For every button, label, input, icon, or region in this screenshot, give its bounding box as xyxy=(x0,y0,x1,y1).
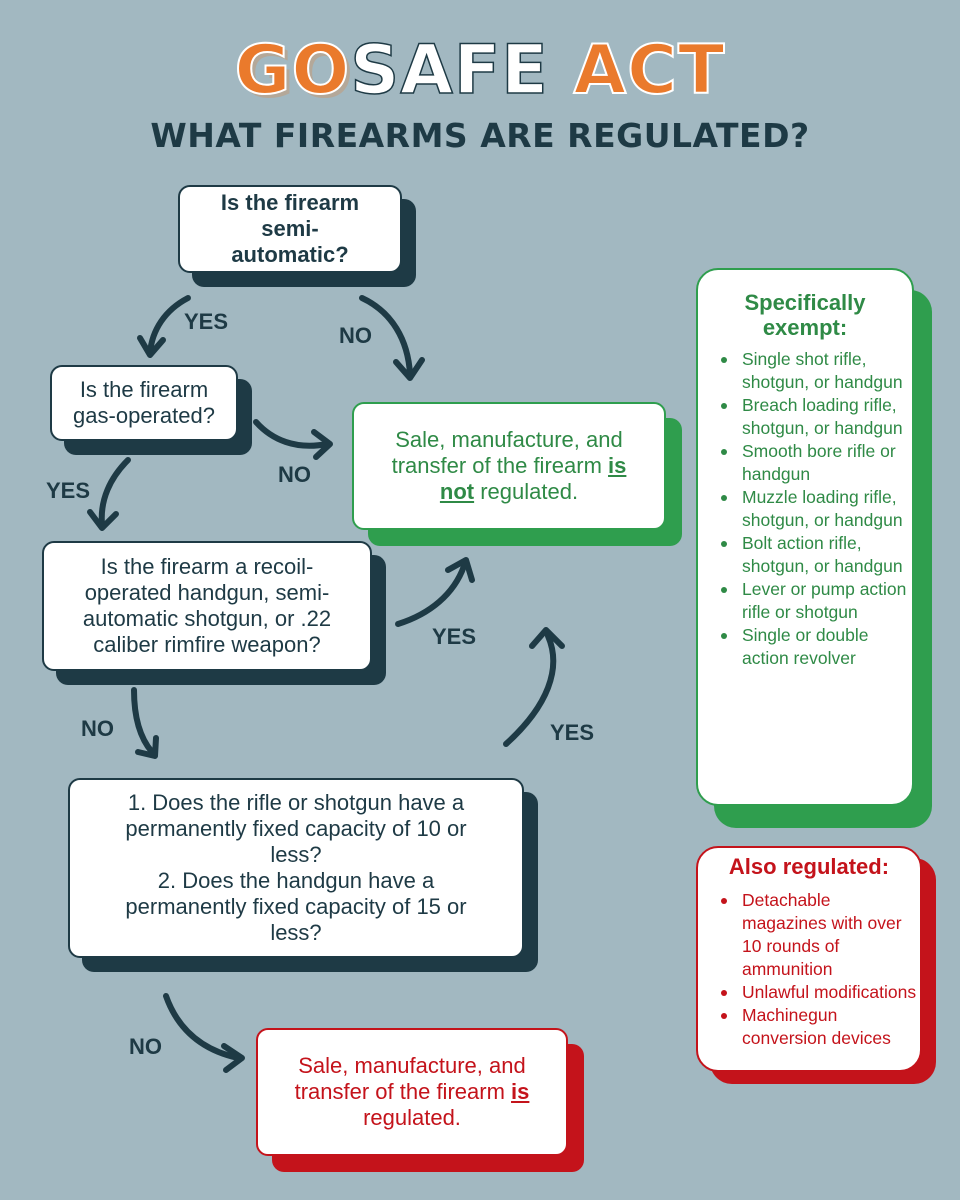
page-title: GOSAFE ACT xyxy=(0,26,960,116)
title-act: ACT xyxy=(572,30,726,111)
question-recoil-operated: Is the firearm a recoil-operated handgun… xyxy=(42,541,372,671)
result-not-regulated-text: Sale, manufacture, and transfer of the f… xyxy=(380,427,638,505)
arrowhead-q1-no xyxy=(393,357,425,381)
label-q1-yes: YES xyxy=(184,309,229,334)
label-q3-no: NO xyxy=(81,716,114,741)
arrow-q4-yes xyxy=(503,633,557,747)
result-is-regulated-text: Sale, manufacture, and transfer of the f… xyxy=(284,1053,540,1131)
arrow-q1-yes xyxy=(147,295,191,356)
label-q3-yes: YES xyxy=(432,624,477,649)
label-q2-yes: YES xyxy=(46,478,91,503)
question-semi-automatic: Is the firearm semi-automatic? xyxy=(178,185,402,273)
question-fixed-capacity: 1. Does the rifle or shotgun have a perm… xyxy=(68,778,524,958)
arrowhead-q4-no xyxy=(221,1043,245,1073)
arrowhead-q2-no xyxy=(311,429,333,460)
result-not-regulated-emphasis: is not xyxy=(439,453,627,504)
question-fixed-capacity-line2: 2. Does the handgun have a permanently f… xyxy=(125,868,467,945)
label-q2-no: NO xyxy=(278,462,311,487)
arrowhead-q4-yes xyxy=(529,627,565,649)
exempt-item: Lever or pump action rifle or shotgun xyxy=(721,578,912,624)
label-q1-no: NO xyxy=(339,323,372,348)
arrowhead-q1-yes xyxy=(137,335,166,358)
also-regulated-panel: Also regulated: Detachable magazines wit… xyxy=(696,846,922,1072)
also-regulated-list: Detachable magazines with over 10 rounds… xyxy=(698,889,920,1050)
label-q4-yes: YES xyxy=(550,720,595,745)
question-gas-operated: Is the firearm gas-operated? xyxy=(50,365,238,441)
result-not-regulated: Sale, manufacture, and transfer of the f… xyxy=(352,402,666,530)
exempt-item: Smooth bore rifle or handgun xyxy=(721,440,912,486)
question-recoil-operated-text: Is the firearm a recoil-operated handgun… xyxy=(82,554,332,657)
result-is-regulated-before: Sale, manufacture, and transfer of the f… xyxy=(294,1053,526,1104)
exempt-item: Breach loading rifle, shotgun, or handgu… xyxy=(721,394,912,440)
exempt-item: Single or double action revolver xyxy=(721,624,912,670)
arrow-q4-no xyxy=(163,993,241,1061)
exempt-heading: Specifically exempt: xyxy=(744,290,866,340)
arrow-q2-no xyxy=(253,419,330,449)
exempt-panel: Specifically exempt: Single shot rifle, … xyxy=(696,268,914,806)
result-not-regulated-after: regulated. xyxy=(480,479,579,504)
exempt-item: Bolt action rifle, shotgun, or handgun xyxy=(721,532,912,578)
page-subtitle: WHAT FIREARMS ARE REGULATED? xyxy=(150,116,810,155)
result-is-regulated-emphasis: is xyxy=(511,1079,530,1104)
exempt-list: Single shot rifle, shotgun, or handgun B… xyxy=(698,348,912,670)
question-fixed-capacity-line1: 1. Does the rifle or shotgun have a perm… xyxy=(125,790,467,867)
arrow-q2-yes xyxy=(98,457,131,527)
arrowhead-q3-yes xyxy=(445,557,475,583)
arrow-q3-no xyxy=(131,687,155,755)
title-go: GO xyxy=(234,30,351,111)
also-regulated-item: Machinegun conversion devices xyxy=(721,1004,920,1050)
label-q4-no: NO xyxy=(129,1034,162,1059)
also-regulated-item: Detachable magazines with over 10 rounds… xyxy=(721,889,920,981)
exempt-item: Single shot rifle, shotgun, or handgun xyxy=(721,348,912,394)
also-regulated-heading: Also regulated: xyxy=(728,854,890,879)
question-gas-operated-text: Is the firearm gas-operated? xyxy=(73,377,215,428)
exempt-item: Muzzle loading rifle, shotgun, or handgu… xyxy=(721,486,912,532)
arrow-q3-yes xyxy=(395,563,467,627)
result-is-regulated-after: regulated. xyxy=(363,1105,461,1130)
result-is-regulated: Sale, manufacture, and transfer of the f… xyxy=(256,1028,568,1156)
arrowhead-q3-no xyxy=(135,735,159,759)
question-semi-automatic-text: Is the firearm semi-automatic? xyxy=(220,190,360,267)
also-regulated-item: Unlawful modifications xyxy=(721,981,920,1004)
arrowhead-q2-yes xyxy=(87,509,119,531)
result-not-regulated-before: Sale, manufacture, and transfer of the f… xyxy=(391,427,623,478)
title-safe: SAFE xyxy=(350,30,549,111)
arrow-q1-no xyxy=(359,295,413,377)
